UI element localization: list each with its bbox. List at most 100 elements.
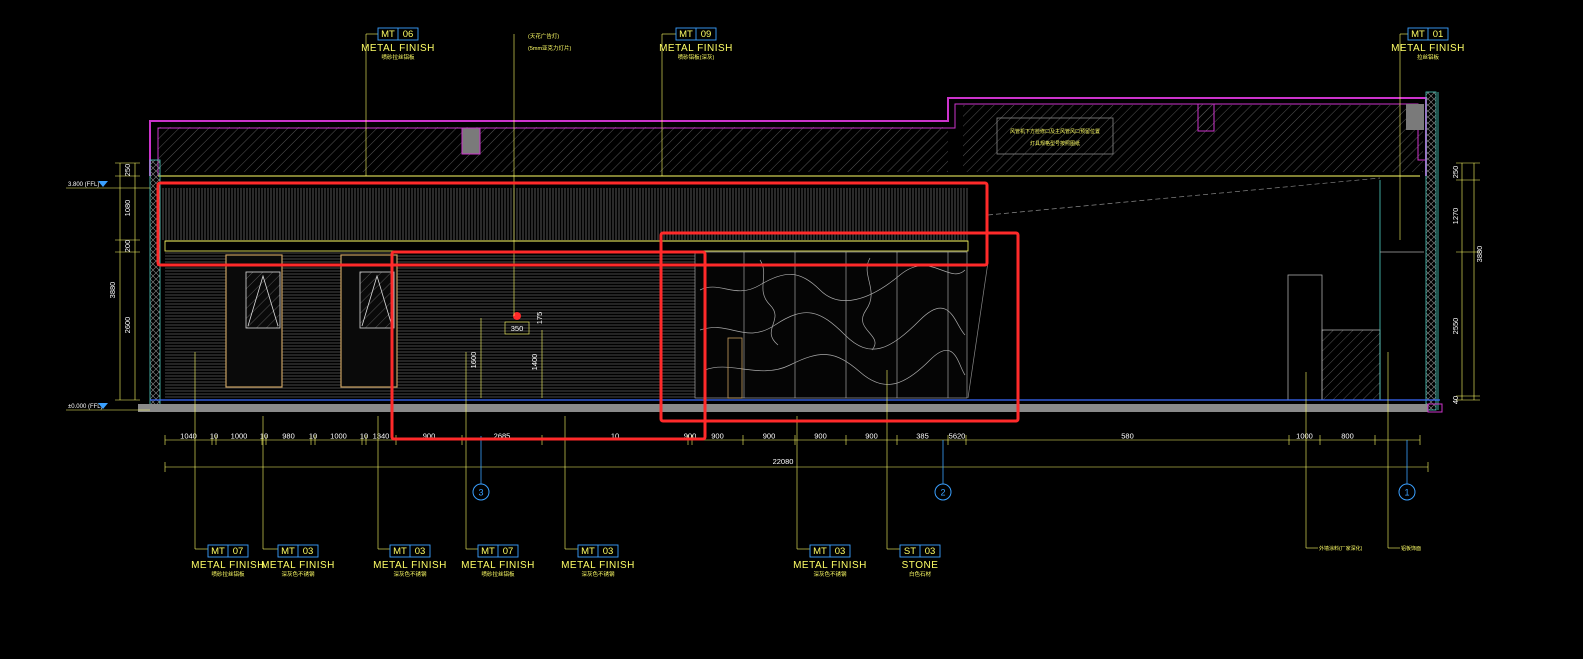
callout-code: MT	[381, 29, 395, 40]
callout-subtitle: 深灰色不锈钢	[813, 570, 847, 578]
floor-end-magenta	[1427, 403, 1443, 413]
callout-subtitle: 喷砂拉丝铝板	[481, 570, 515, 578]
top-callout-1: (天花广告灯) (5mm亚克力灯片)	[513, 32, 572, 316]
callout-subtitle: 喷砂铝板(深灰)	[678, 53, 715, 61]
callout-code: ST	[904, 546, 916, 557]
callout-code: MT	[581, 546, 595, 557]
grid-bubble-2	[934, 483, 952, 501]
highlight-box-center	[390, 250, 707, 441]
beam-corner	[1406, 104, 1424, 130]
callout-number: 03	[925, 546, 936, 557]
roof-structure: 风管机下方检修口及主风管风口预留位置 灯具规格型号按照图纸	[149, 91, 1439, 411]
dim-label: 900	[423, 432, 436, 441]
emergency-sign-icon	[513, 312, 521, 320]
ceiling-note-2: 灯具规格型号按照图纸	[1030, 140, 1080, 147]
dim-inner-350: 350	[511, 324, 524, 333]
dim-right-40: 40	[1451, 396, 1460, 404]
highlight-box-stone	[659, 231, 1020, 423]
callout-title: METAL FINISH	[461, 560, 535, 571]
dim-label: 580	[1121, 432, 1134, 441]
dim-label: 2685	[494, 432, 511, 441]
floor-slab	[138, 404, 1428, 412]
callout-subtitle: 拉丝铝板	[1417, 53, 1440, 61]
grid-bubbles: 3 2 1	[472, 436, 1416, 501]
callout-subtitle: 喷砂拉丝铝板	[381, 53, 415, 61]
callout-number: 06	[403, 29, 414, 40]
dim-right-3880: 3880	[1475, 246, 1484, 263]
grid-bubble-3	[472, 483, 490, 501]
callout-code: MT	[481, 546, 495, 557]
ceiling-slab-right	[963, 105, 1423, 172]
dim-label: 10	[260, 432, 268, 441]
callout-title: METAL FINISH	[659, 43, 733, 54]
callout-subtitle: 深灰色不锈钢	[581, 570, 615, 578]
door-left-swing	[247, 274, 279, 327]
callout-subtitle: 深灰色不锈钢	[281, 570, 315, 578]
callout-subtitle-line-1: (天花广告灯)	[528, 32, 559, 40]
callout-title: METAL FINISH	[191, 560, 265, 571]
note-right-a: 外墙涂料(厂家深化)	[1319, 545, 1363, 552]
callout-number: 07	[233, 546, 244, 557]
dim-label: 800	[1341, 432, 1354, 441]
dim-left-3880: 3880	[108, 282, 117, 299]
dim-label: 980	[282, 432, 295, 441]
right-wall-insulation	[1425, 91, 1437, 411]
grid-label-3: 3	[478, 488, 483, 498]
left-dimensions	[115, 162, 140, 401]
stone-panel	[694, 251, 968, 399]
right-dimensions	[1456, 162, 1480, 401]
highlight-boxes	[156, 181, 1020, 441]
niche-cabinet	[727, 337, 743, 399]
dim-inner-1600: 1600	[469, 352, 478, 369]
dim-label: 1000	[330, 432, 347, 441]
level-bottom-label: ±0.000 (FFL)	[68, 404, 103, 410]
dim-right-250: 250	[1451, 166, 1460, 179]
door-left-glass	[245, 271, 281, 329]
ceiling-note-box	[996, 117, 1114, 155]
total-dimension	[164, 462, 1429, 472]
facade: 350 175 1600 1400	[138, 159, 1443, 413]
dim-left-200: 200	[123, 240, 132, 253]
callout-title: METAL FINISH	[793, 560, 867, 571]
callout-number: 01	[1433, 29, 1444, 40]
callout-number: 09	[701, 29, 712, 40]
callout-number: 03	[415, 546, 426, 557]
dim-label: 900	[865, 432, 878, 441]
grid-label-1: 1	[1404, 488, 1409, 498]
dim-label: 10	[309, 432, 317, 441]
dim-label: 900	[684, 432, 697, 441]
callout-subtitle-line-2: (5mm亚克力灯片)	[528, 44, 572, 52]
facade-edge-slope	[967, 261, 989, 399]
callout-title: METAL FINISH	[261, 560, 335, 571]
transom-bar	[164, 240, 969, 252]
door-right-swing	[361, 274, 393, 327]
callout-subtitle: 喷砂拉丝铝板	[211, 570, 245, 578]
dim-label: 1340	[373, 432, 390, 441]
callout-title: STONE	[902, 560, 939, 571]
canopy-slope	[987, 177, 1381, 216]
right-counter	[1321, 329, 1381, 401]
dim-left-1080: 1080	[123, 200, 132, 217]
callout-title: METAL FINISH	[373, 560, 447, 571]
callout-number: 03	[603, 546, 614, 557]
dim-right-2550: 2550	[1451, 318, 1460, 335]
door-right-glass	[359, 271, 395, 329]
beam-left	[461, 127, 481, 155]
upper-panel-band	[160, 188, 968, 240]
dim-left-250: 250	[123, 164, 132, 177]
highlight-box-ceiling-band	[156, 181, 989, 267]
dim-total: 22080	[773, 457, 794, 466]
level-top-label: 3.800 (FFL)	[68, 182, 99, 188]
